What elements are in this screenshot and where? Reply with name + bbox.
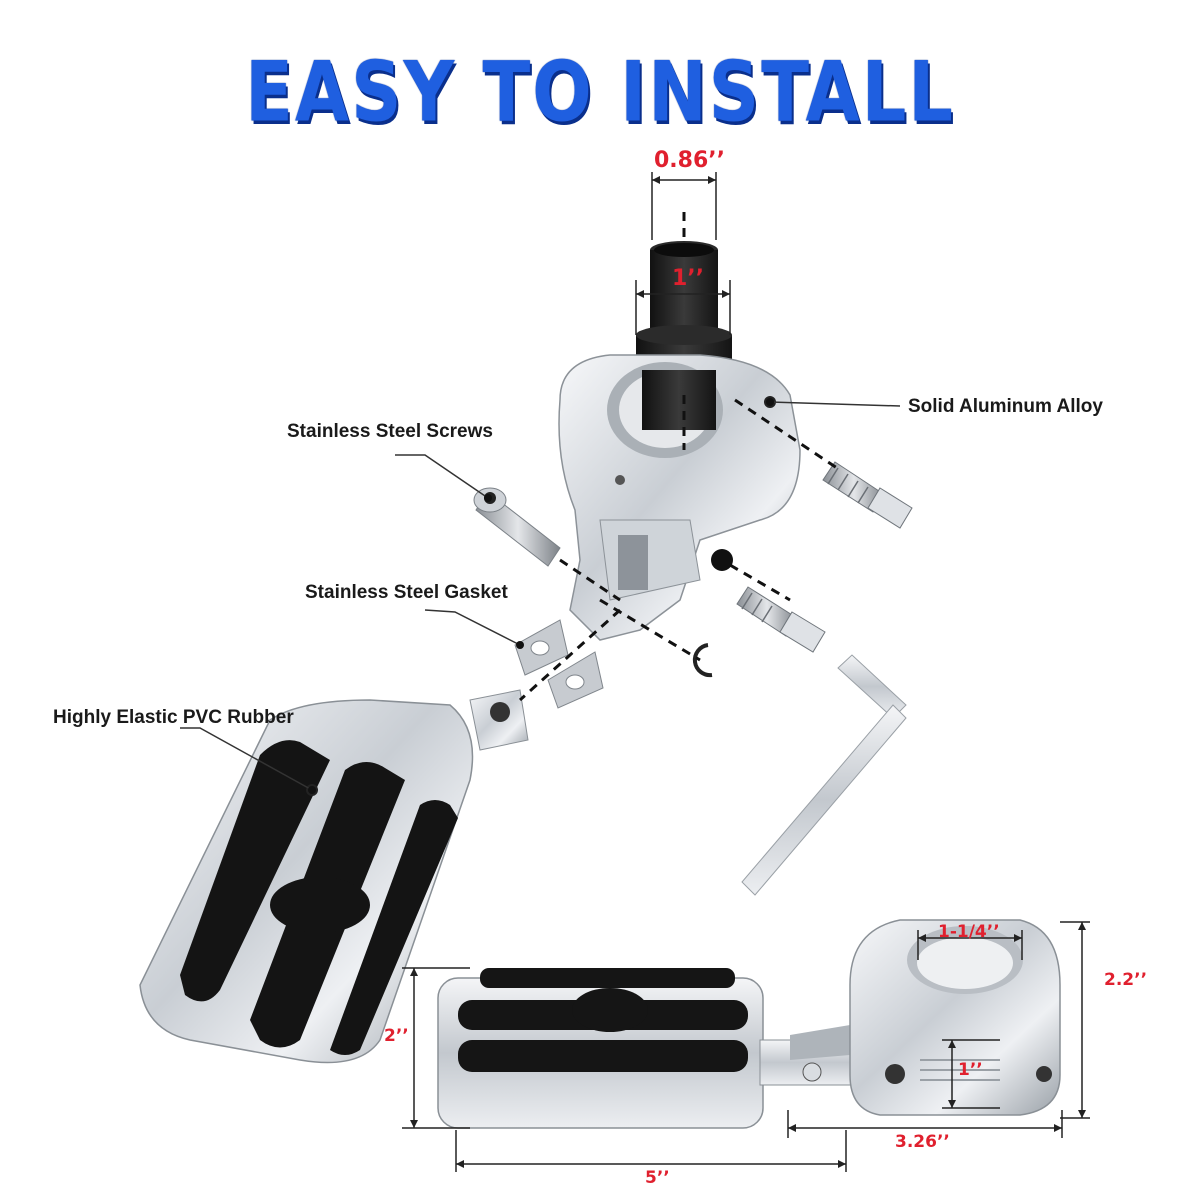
callout-leaders: [180, 401, 901, 791]
leader-dot-rubber: [308, 786, 316, 794]
dimension-peg-length: 5’’: [645, 1168, 670, 1188]
right-footpeg: [437, 968, 856, 1129]
dimension-arrowheads: [410, 176, 1086, 1168]
callout-stainless-steel-screws: Stainless Steel Screws: [287, 421, 493, 442]
top-clamp: [558, 354, 801, 641]
dimension-mount-height: 1’’: [958, 1060, 983, 1080]
page-title: EASY TO INSTALL: [245, 44, 955, 141]
gaskets: [514, 619, 604, 709]
left-footpeg: [139, 689, 529, 1064]
dimension-inner-bushing: 0.86’’: [654, 148, 725, 173]
leader-dot-screws: [484, 494, 492, 502]
dimension-clamp-inner: 1-1/4’’: [938, 922, 1000, 942]
upper-bolt: [822, 461, 913, 529]
lower-bolt: [736, 586, 826, 653]
e-clip: [692, 643, 713, 678]
callout-pvc-rubber: Highly Elastic PVC Rubber: [53, 707, 294, 728]
callout-stainless-steel-gasket: Stainless Steel Gasket: [305, 582, 508, 603]
dimension-outer-bushing: 1’’: [672, 266, 705, 291]
allen-key: [741, 654, 907, 896]
leader-dot-alloy: [766, 398, 774, 406]
dimension-mount-length: 3.26’’: [895, 1132, 950, 1152]
assembly-guides: [518, 212, 841, 702]
dimension-peg-height: 2’’: [384, 1026, 409, 1046]
right-clamp: [849, 919, 1061, 1116]
dimension-lines: [402, 172, 1090, 1172]
callout-solid-aluminum-alloy: Solid Aluminum Alloy: [908, 396, 1103, 417]
leader-dot-gasket: [516, 641, 524, 649]
dimension-clamp-height: 2.2’’: [1104, 970, 1148, 990]
